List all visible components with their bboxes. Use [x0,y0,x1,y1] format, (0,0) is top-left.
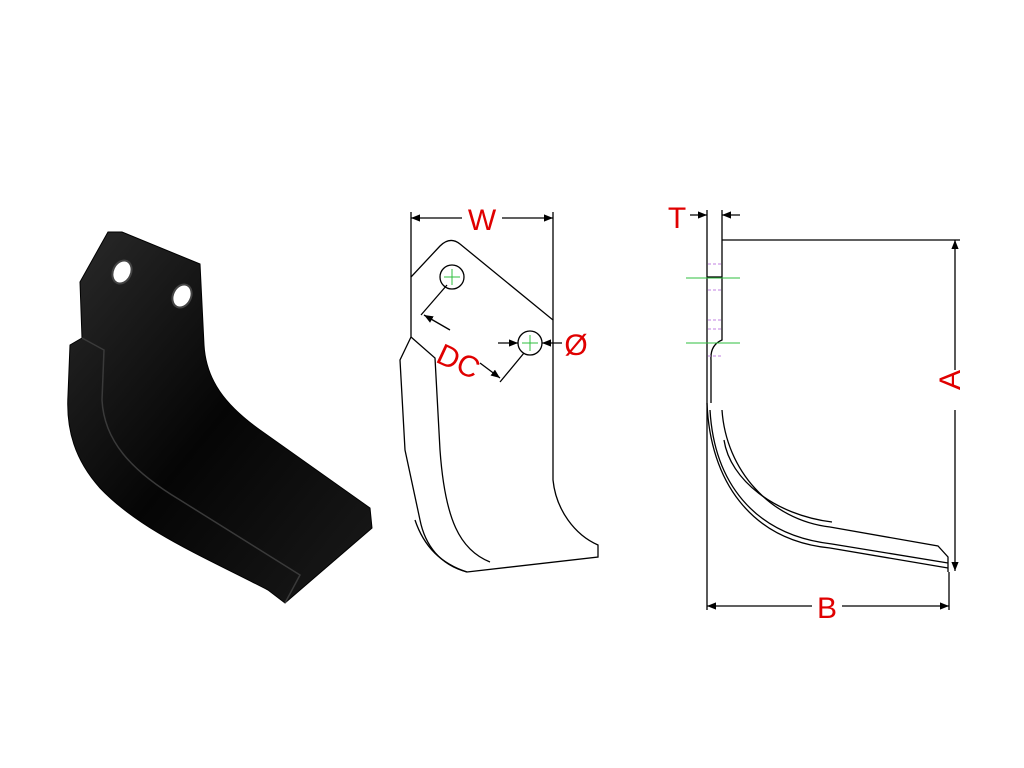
diameter-label: Ø [564,329,587,362]
hole-icon [171,283,193,309]
isometric-blade-view [67,231,373,604]
length-label: B [817,592,837,625]
distance-centers-label: DC [431,338,484,386]
front-view: W DC Ø [399,204,599,573]
hole-icon [111,259,133,285]
width-label: W [468,204,497,237]
thickness-label: T [668,202,686,235]
side-view: T A B [668,202,967,625]
hole-icon [439,264,465,290]
height-label: A [934,370,967,390]
